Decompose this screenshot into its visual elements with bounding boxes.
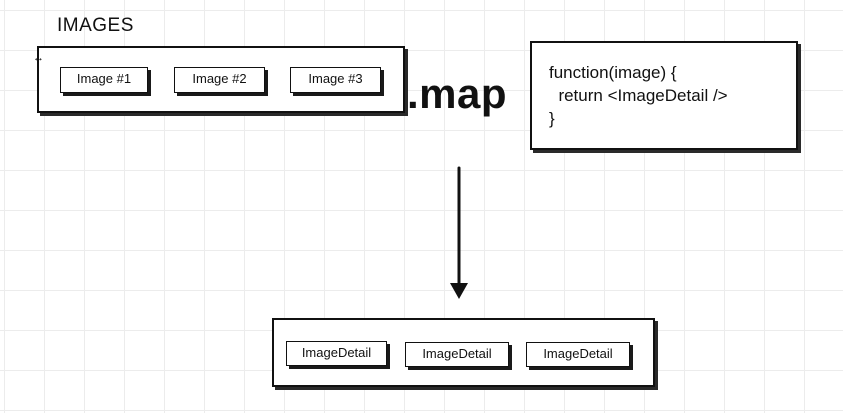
callback-function-box <box>530 41 798 150</box>
map-operator: .map <box>407 70 508 117</box>
image-item-3: Image #3 <box>290 67 381 93</box>
image-detail-3: ImageDetail <box>526 342 630 367</box>
image-item-2: Image #2 <box>174 67 265 93</box>
code-line-2: return <ImageDetail /> <box>549 86 728 105</box>
down-arrow <box>450 166 468 299</box>
code-line-1: function(image) { <box>549 63 677 82</box>
resize-handle-icon: ↔ <box>33 52 44 64</box>
image-detail-1: ImageDetail <box>286 341 387 366</box>
image-item-1: Image #1 <box>60 67 148 93</box>
images-heading: IMAGES <box>57 15 134 36</box>
image-detail-2: ImageDetail <box>405 342 509 367</box>
code-line-3: } <box>549 109 555 128</box>
